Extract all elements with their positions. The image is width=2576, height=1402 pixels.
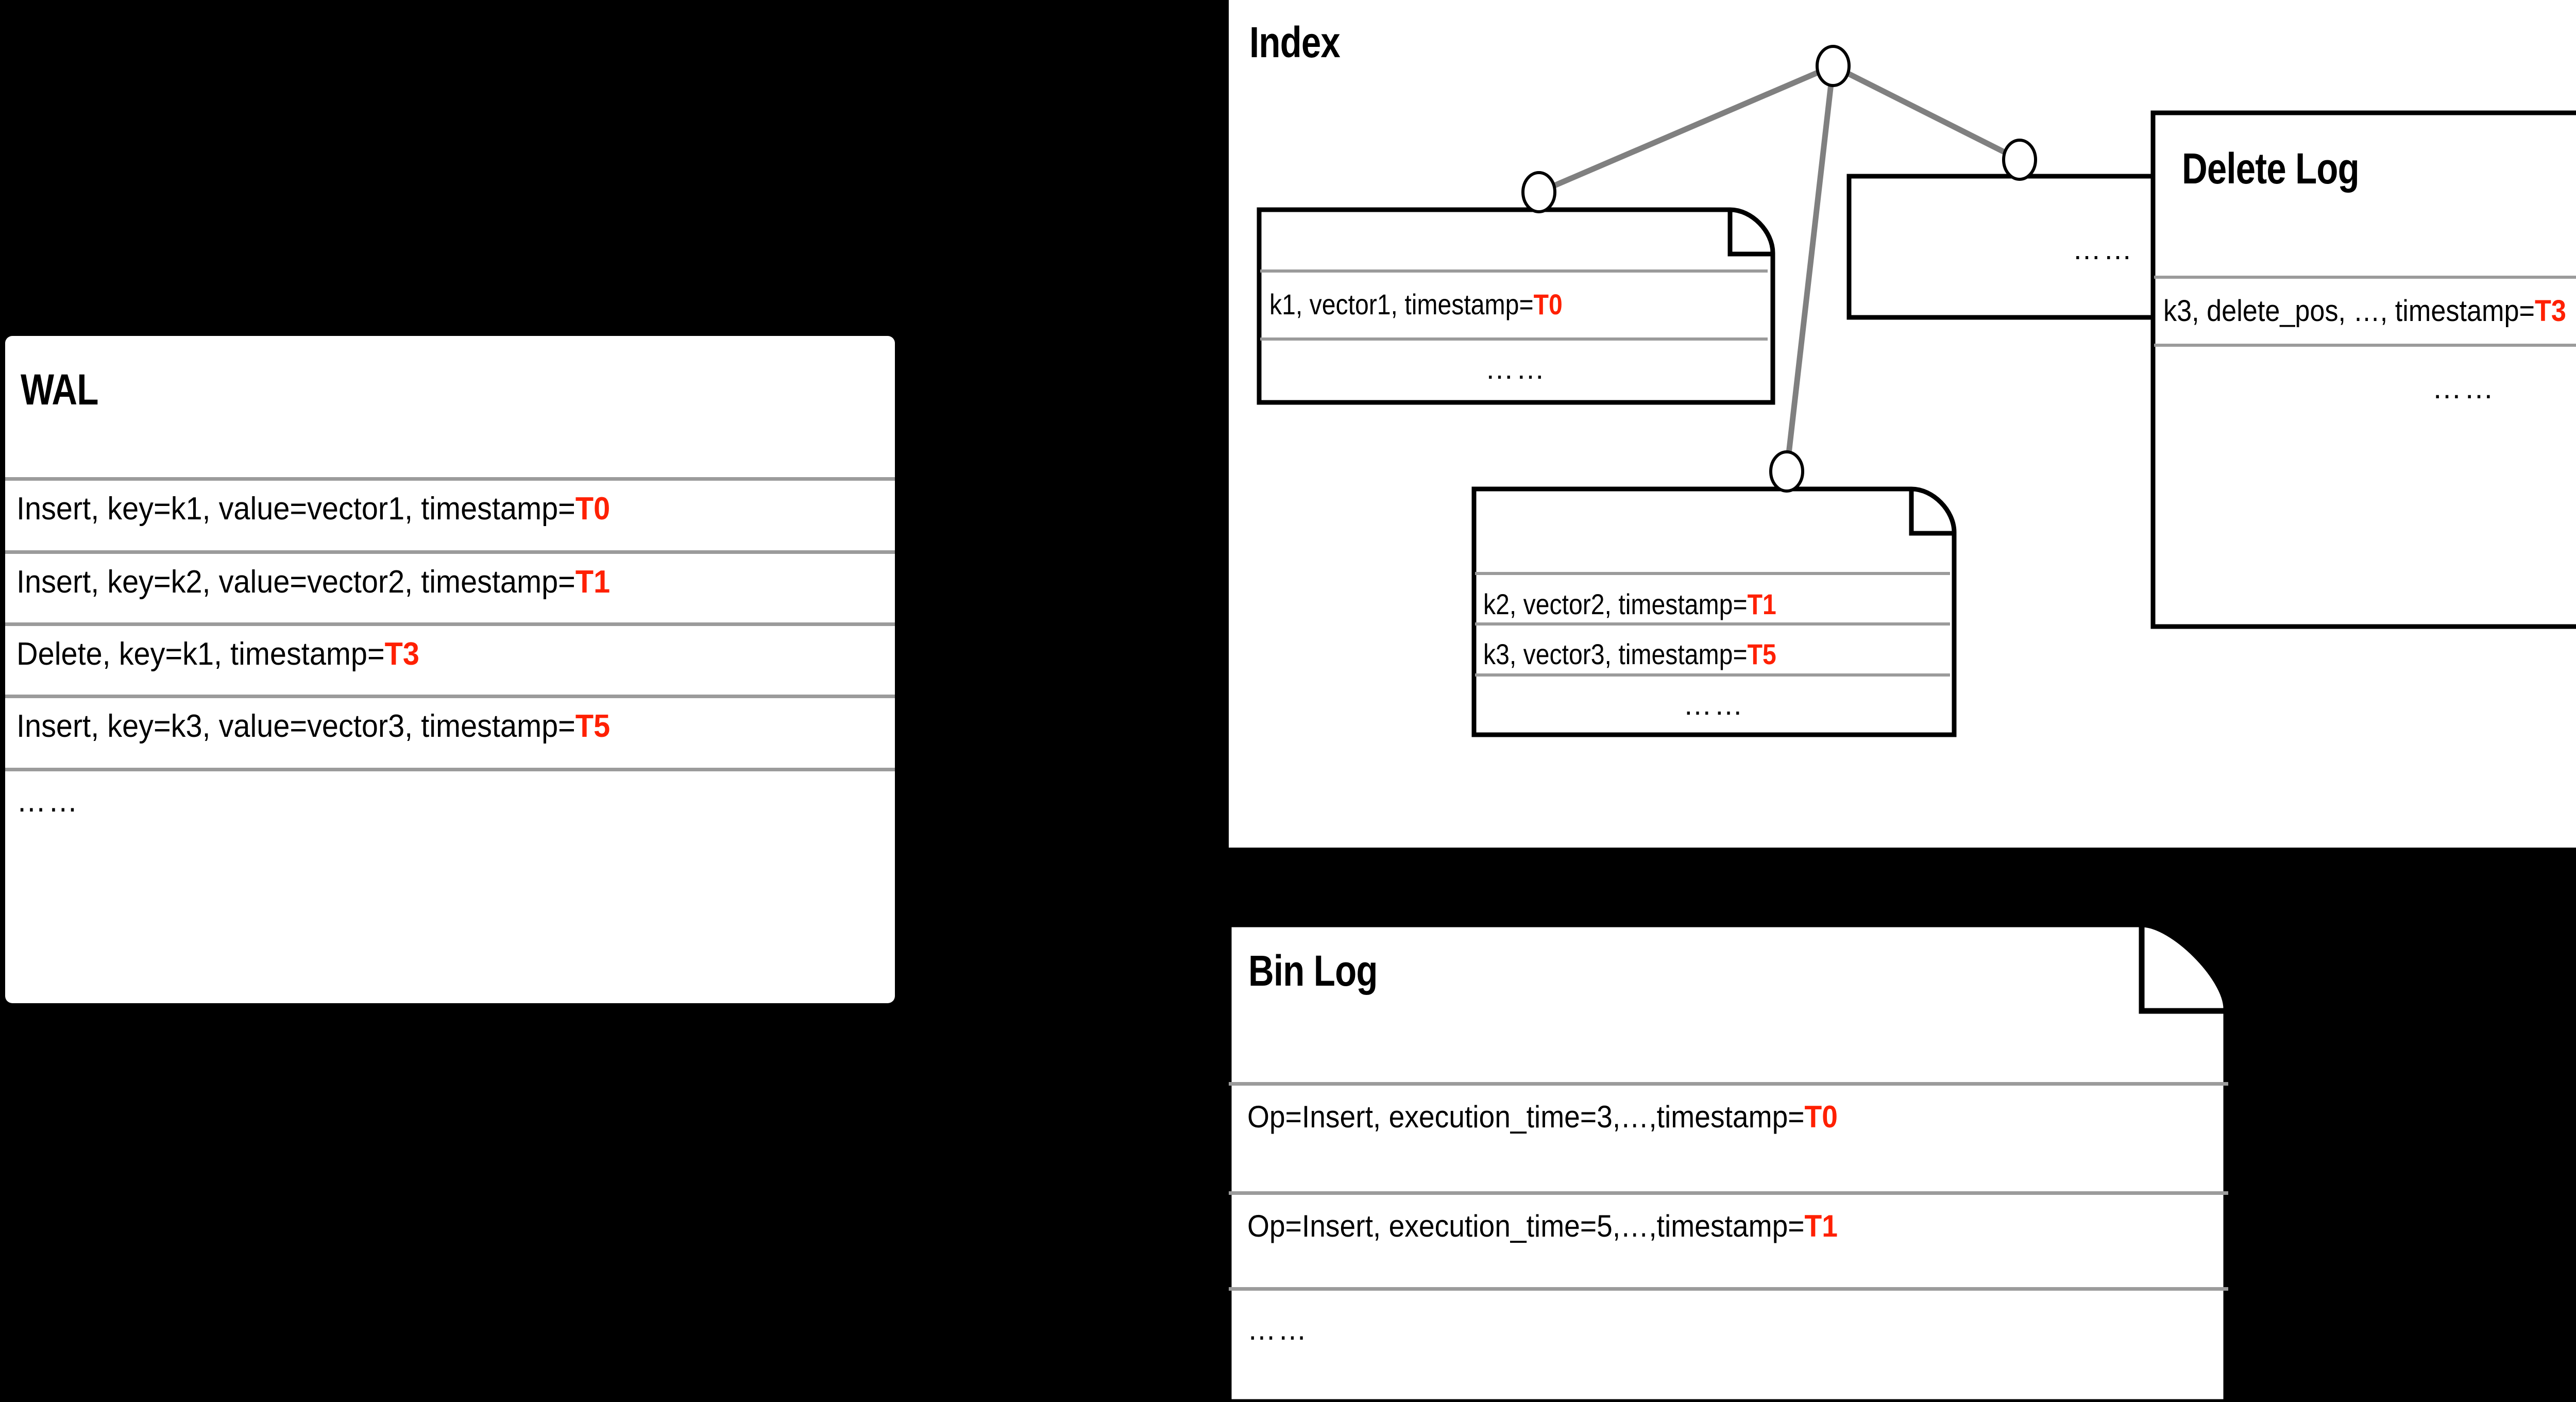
bin-log-separator bbox=[1229, 1287, 2228, 1291]
wal-title: WAL bbox=[21, 365, 98, 414]
delete-log-separator bbox=[2154, 344, 2576, 347]
wal-separator bbox=[5, 550, 895, 554]
delete-log-row-0-timestamp: T3 bbox=[2535, 294, 2566, 328]
wal-separator bbox=[5, 622, 895, 626]
index-leaf-k2: k2, vector2, timestamp=T1 k3, vector3, t… bbox=[1471, 486, 1957, 737]
leaf-k2-separator bbox=[1475, 622, 1950, 626]
delete-log-row-0: k3, delete_pos, …, timestamp=T3 bbox=[2163, 296, 2566, 326]
leaf-k2-row-1-timestamp: T5 bbox=[1747, 638, 1776, 670]
delete-log-row-0-text: k3, delete_pos, …, timestamp= bbox=[2163, 294, 2535, 328]
wal-row-3: Insert, key=k3, value=vector3, timestamp… bbox=[16, 711, 610, 742]
bin-log-row-1: Op=Insert, execution_time=5,…,timestamp=… bbox=[1247, 1211, 1838, 1242]
wal-row-0: Insert, key=k1, value=vector1, timestamp… bbox=[16, 493, 610, 525]
wal-row-0-timestamp: T0 bbox=[575, 491, 611, 527]
wal-row-3-timestamp: T5 bbox=[575, 708, 611, 744]
wal-separator bbox=[5, 768, 895, 771]
wal-row-1-timestamp: T1 bbox=[575, 564, 611, 600]
wal-separator bbox=[5, 477, 895, 481]
delete-log-title: Delete Log bbox=[2182, 144, 2360, 193]
leaf-k1-row-0-timestamp: T0 bbox=[1533, 288, 1563, 320]
leaf-k1-outline bbox=[1257, 207, 1775, 405]
leaf-k2-separator bbox=[1475, 673, 1950, 677]
leaf-k1-separator bbox=[1260, 337, 1768, 341]
wal-separator bbox=[5, 695, 895, 698]
bin-log-title: Bin Log bbox=[1248, 947, 1378, 995]
leaf-k2-row-1-text: k3, vector3, timestamp= bbox=[1483, 638, 1748, 670]
leaf-k2-separator bbox=[1475, 572, 1950, 575]
leaf-k2-outline bbox=[1471, 486, 1957, 737]
bin-log-separator bbox=[1229, 1082, 2228, 1086]
leaf-k1-row-0-text: k1, vector1, timestamp= bbox=[1269, 288, 1534, 320]
bin-log-row-1-timestamp: T1 bbox=[1804, 1209, 1838, 1243]
bin-log-ellipsis: …… bbox=[1247, 1312, 1309, 1346]
delete-log-separator bbox=[2154, 276, 2576, 279]
bin-log-panel: Bin Log Op=Insert, execution_time=3,…,ti… bbox=[1226, 921, 2229, 1402]
wal-row-2-timestamp: T3 bbox=[384, 636, 419, 672]
root-node-circle bbox=[1816, 45, 1851, 87]
wal-row-3-text: Insert, key=k3, value=vector3, timestamp… bbox=[16, 708, 575, 744]
index-panel: Index k1, vector1, timestamp=T0 …… bbox=[1229, 0, 2576, 848]
wal-row-4-text: …… bbox=[16, 783, 80, 819]
left-child-node-circle bbox=[1521, 171, 1556, 213]
delete-log-ellipsis: …… bbox=[2432, 371, 2496, 405]
index-tree-nodes bbox=[1521, 45, 2037, 493]
wal-row-2-text: Delete, key=k1, timestamp= bbox=[16, 636, 385, 672]
bin-log-row-1-text: Op=Insert, execution_time=5,…,timestamp= bbox=[1247, 1209, 1805, 1243]
leaf-k2-ellipsis: …… bbox=[1683, 688, 1745, 721]
right-child-node-circle bbox=[2002, 139, 2037, 181]
delete-log-outline bbox=[2150, 110, 2576, 629]
wal-row-1-text: Insert, key=k2, value=vector2, timestamp… bbox=[16, 564, 575, 600]
bin-log-outline bbox=[1226, 921, 2229, 1402]
wal-row-1: Insert, key=k2, value=vector2, timestamp… bbox=[16, 566, 610, 598]
leaf-k2-row-0: k2, vector2, timestamp=T1 bbox=[1483, 590, 1776, 619]
leaf-k2-row-1: k3, vector3, timestamp=T5 bbox=[1483, 640, 1776, 669]
bin-log-separator bbox=[1229, 1191, 2228, 1195]
wal-row-2: Delete, key=k1, timestamp=T3 bbox=[16, 638, 419, 670]
bin-log-row-0: Op=Insert, execution_time=3,…,timestamp=… bbox=[1247, 1102, 1838, 1133]
leaf-right-ellipsis: …… bbox=[2072, 233, 2134, 265]
wal-row-0-text: Insert, key=k1, value=vector1, timestamp… bbox=[16, 491, 575, 527]
bin-log-row-0-timestamp: T0 bbox=[1804, 1100, 1838, 1134]
leaf-k1-separator bbox=[1260, 269, 1768, 273]
leaf-k2-row-0-timestamp: T1 bbox=[1747, 588, 1776, 620]
leaf-k1-row-0: k1, vector1, timestamp=T0 bbox=[1269, 290, 1563, 319]
wal-panel: WAL Insert, key=k1, value=vector1, times… bbox=[5, 336, 895, 1003]
index-title: Index bbox=[1249, 18, 1341, 66]
leaf-k1-ellipsis: …… bbox=[1485, 352, 1547, 385]
bin-log-row-0-text: Op=Insert, execution_time=3,…,timestamp= bbox=[1247, 1100, 1805, 1134]
leaf-k2-row-0-text: k2, vector2, timestamp= bbox=[1483, 588, 1748, 620]
bottom-child-node-circle bbox=[1769, 450, 1804, 493]
wal-row-4: …… bbox=[16, 785, 80, 817]
delete-log-panel: Delete Log k3, delete_pos, …, timestamp=… bbox=[2150, 110, 2576, 629]
index-leaf-k1: k1, vector1, timestamp=T0 …… bbox=[1257, 207, 1775, 405]
